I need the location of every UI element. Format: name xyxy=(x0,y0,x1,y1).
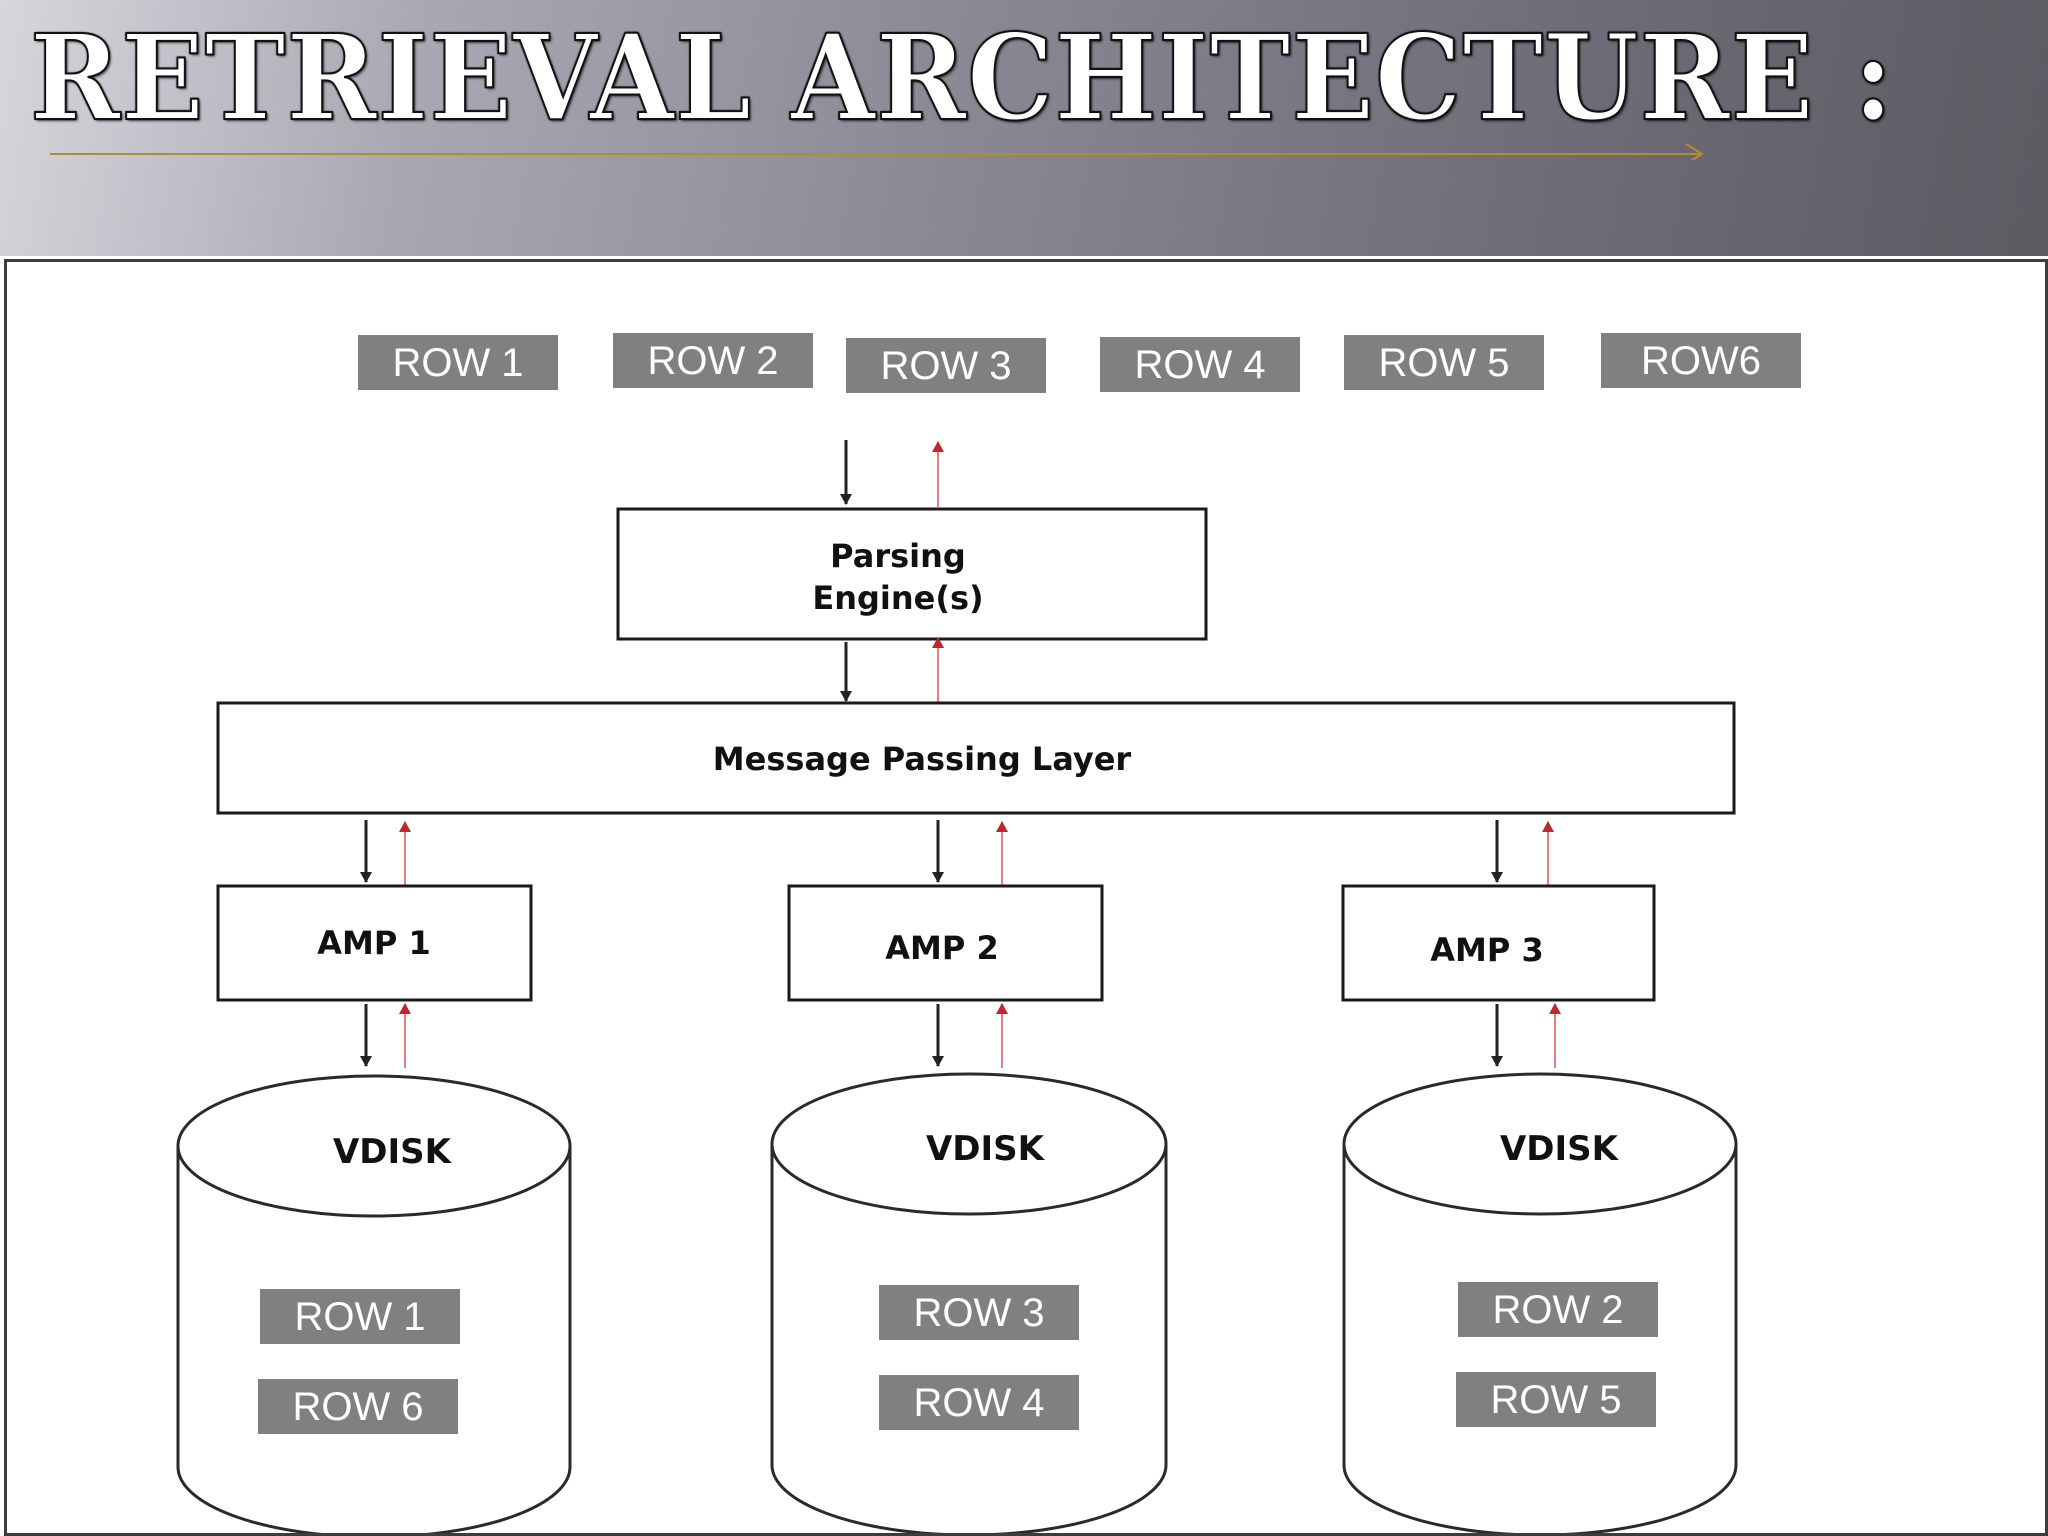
top-row-box: ROW 5 xyxy=(1344,335,1544,390)
vdisk-1-cylinder: VDISK ROW 1 ROW 6 xyxy=(176,1074,572,1533)
vdisk-3-cylinder: VDISK ROW 2 ROW 5 xyxy=(1342,1072,1738,1533)
message-passing-layer-label: Message Passing Layer xyxy=(713,740,1132,778)
top-row-box: ROW6 xyxy=(1601,333,1801,388)
vdisk-3-label: VDISK xyxy=(1500,1129,1620,1169)
top-row-label: ROW6 xyxy=(1641,339,1761,383)
vdisk-1-row-label: ROW 1 xyxy=(294,1295,425,1339)
vdisk-2-row-label: ROW 4 xyxy=(913,1381,1044,1425)
title-underline-arrow xyxy=(50,143,1704,160)
vdisk-1-label: VDISK xyxy=(333,1132,453,1172)
vdisk-2-row-label: ROW 3 xyxy=(913,1291,1044,1335)
top-row-box: ROW 3 xyxy=(846,338,1046,393)
amp-3-label: AMP 3 xyxy=(1430,931,1543,969)
vdisk-2-cylinder: VDISK ROW 3 ROW 4 xyxy=(770,1072,1168,1533)
top-row-box: ROW 1 xyxy=(358,335,558,390)
diagram-panel: ROW 1 ROW 2 ROW 3 ROW 4 ROW 5 xyxy=(4,259,2048,1536)
vdisk-2-label: VDISK xyxy=(926,1129,1046,1169)
parsing-engine-line2: Engine(s) xyxy=(812,579,983,617)
top-row-box: ROW 2 xyxy=(613,333,813,388)
top-row-label: ROW 2 xyxy=(647,339,778,383)
slide-header: RETRIEVAL ARCHITECTURE : xyxy=(0,0,2048,256)
vdisk-3-row-label: ROW 2 xyxy=(1492,1288,1623,1332)
parsing-engine-box: Parsing Engine(s) xyxy=(616,507,1208,641)
amp-1-label: AMP 1 xyxy=(317,924,430,962)
top-row-label: ROW 1 xyxy=(392,341,523,385)
top-row-box: ROW 4 xyxy=(1100,337,1300,392)
parsing-engine-line1: Parsing xyxy=(830,537,966,575)
retrieval-architecture-diagram: ROW 1 ROW 2 ROW 3 ROW 4 ROW 5 xyxy=(176,333,1801,1533)
top-row-label: ROW 4 xyxy=(1134,343,1265,387)
vdisk-1-row-label: ROW 6 xyxy=(292,1385,423,1429)
top-rows: ROW 1 ROW 2 ROW 3 ROW 4 ROW 5 xyxy=(358,333,1801,393)
amp-2-box: AMP 2 xyxy=(787,884,1104,1002)
amp-2-label: AMP 2 xyxy=(885,929,998,967)
amp-1-box: AMP 1 xyxy=(216,884,533,1002)
message-passing-layer-box: Message Passing Layer xyxy=(216,701,1736,815)
slide-title: RETRIEVAL ARCHITECTURE : xyxy=(29,7,1895,148)
vdisk-3-row-label: ROW 5 xyxy=(1490,1378,1621,1422)
amp-3-box: AMP 3 xyxy=(1341,884,1656,1002)
top-row-label: ROW 3 xyxy=(880,344,1011,388)
top-row-label: ROW 5 xyxy=(1378,341,1509,385)
